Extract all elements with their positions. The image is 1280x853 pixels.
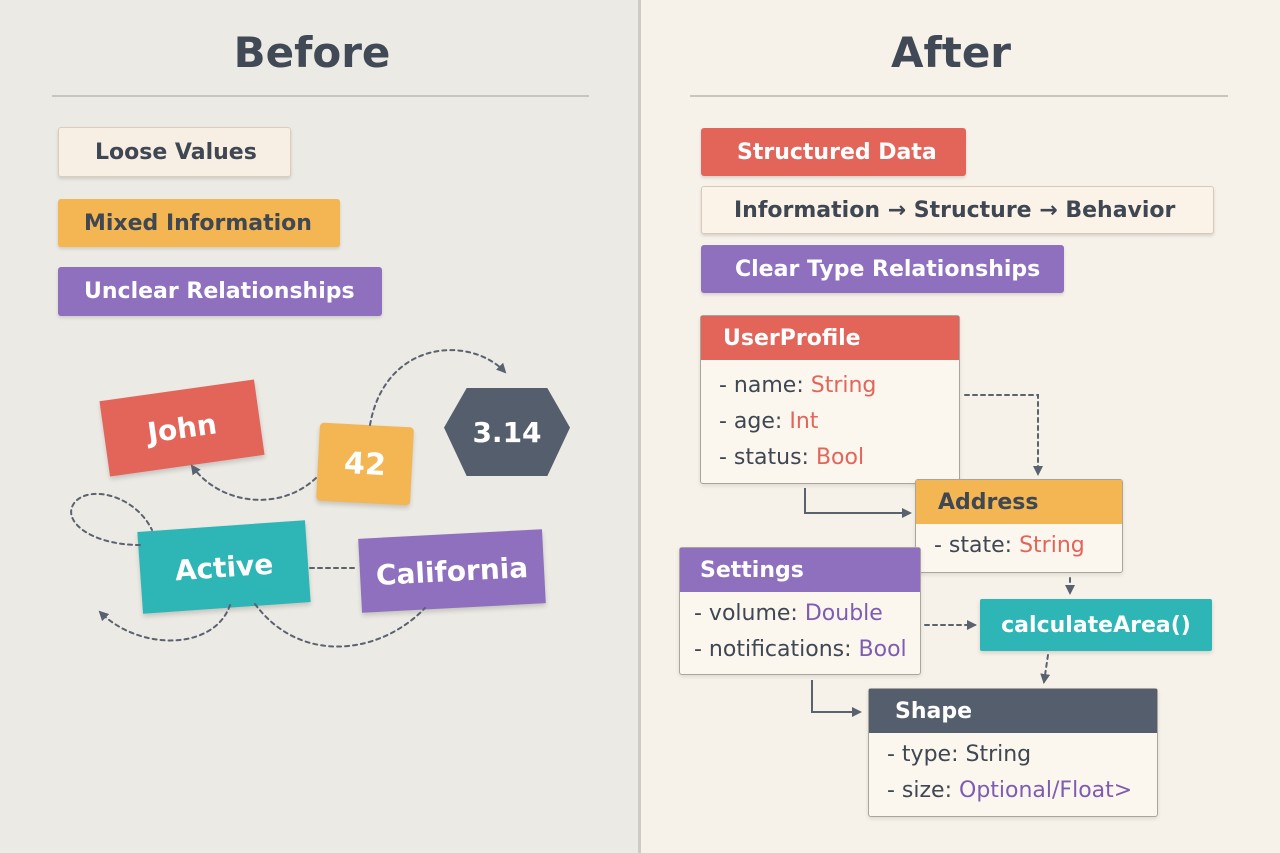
tag-unclear-relationships: Unclear Relationships xyxy=(58,267,382,316)
before-title: Before xyxy=(233,28,391,77)
userprofile-field-status: - status: Bool xyxy=(719,445,865,470)
tag-loose-values: Loose Values xyxy=(58,127,291,177)
value-chip-active: Active xyxy=(137,520,311,614)
shape-field-size: - size: Optional/Float> xyxy=(887,778,1133,803)
value-chip-california: California xyxy=(358,529,546,613)
userprofile-field-name: - name: String xyxy=(719,373,877,398)
before-rule xyxy=(52,95,589,97)
type-box-settings: Settings - volume: Double - notification… xyxy=(679,547,921,675)
function-calculate-area: calculateArea() xyxy=(980,599,1212,651)
address-header: Address xyxy=(916,480,1122,524)
shape-header: Shape xyxy=(869,689,1157,733)
value-chip-3-14: 3.14 xyxy=(444,388,570,476)
tag-structured-data: Structured Data xyxy=(701,128,966,176)
value-chip-42: 42 xyxy=(316,422,414,506)
address-field-state: - state: String xyxy=(934,533,1085,558)
type-box-userprofile: UserProfile - name: String - age: Int - … xyxy=(700,315,960,484)
tag-clear-type-relationships: Clear Type Relationships xyxy=(701,245,1064,293)
tag-information-structure-behavior: Information → Structure → Behavior xyxy=(701,186,1214,234)
type-box-shape: Shape - type: String - size: Optional/Fl… xyxy=(868,688,1158,817)
userprofile-field-age: - age: Int xyxy=(719,409,819,434)
shape-field-type: - type: String xyxy=(887,742,1032,767)
userprofile-header: UserProfile xyxy=(701,316,959,360)
settings-field-notifications: - notifications: Bool xyxy=(694,637,907,662)
settings-header: Settings xyxy=(680,548,920,592)
after-title: After xyxy=(890,28,1012,77)
after-rule xyxy=(690,95,1228,97)
settings-field-volume: - volume: Double xyxy=(694,601,883,626)
panel-divider xyxy=(638,0,641,853)
tag-mixed-information: Mixed Information xyxy=(58,199,340,247)
type-box-address: Address - state: String xyxy=(915,479,1123,573)
